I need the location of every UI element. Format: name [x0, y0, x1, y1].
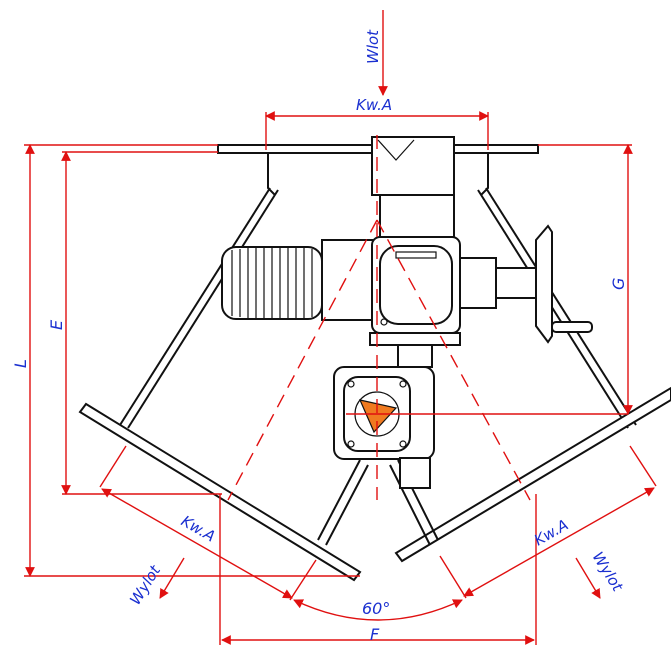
- bolt: [347, 440, 355, 448]
- motor-ribs: [231, 248, 313, 318]
- position-indicator-icon: [358, 399, 398, 434]
- handwheel-handle: [551, 321, 593, 333]
- outlet-left-label: Wylot: [126, 561, 165, 608]
- chute-body: [78, 144, 671, 582]
- left-inner-wall: [317, 459, 361, 541]
- flange-support-left: [267, 153, 276, 196]
- bolt: [347, 380, 355, 388]
- dim-e-label: E: [47, 319, 66, 330]
- right-outer-wall-2: [485, 187, 637, 426]
- neck-block: [379, 194, 455, 238]
- dim-g-label: G: [609, 278, 628, 290]
- kwa-left-dim: [101, 488, 293, 599]
- left-inner-wall-2: [325, 464, 369, 546]
- kwa-left-label: Kw.A: [178, 512, 218, 546]
- flange-support-right: [480, 153, 489, 196]
- outlet-right-arrow: [575, 557, 601, 599]
- actuator: [221, 136, 593, 489]
- bolt: [399, 380, 407, 388]
- dim-l-label: L: [11, 359, 30, 368]
- inlet-label: Wlot: [364, 29, 382, 64]
- handwheel-housing: [459, 257, 497, 309]
- kwa-right-label: Kw.A: [531, 516, 571, 550]
- lower-flange: [369, 332, 461, 346]
- bolt: [399, 440, 407, 448]
- dim-f-label: F: [370, 625, 380, 644]
- center-lines: [227, 135, 628, 501]
- handwheel-shaft: [495, 267, 537, 299]
- angle-label: 60°: [362, 599, 390, 618]
- left-outer-wall: [127, 189, 279, 429]
- control-cover: [379, 245, 453, 325]
- kwa-right-dim: [463, 487, 655, 597]
- outlet-left-arrow: [159, 557, 185, 599]
- control-label: [395, 251, 437, 259]
- top-gearbox: [371, 136, 455, 196]
- output-stub: [399, 457, 431, 489]
- right-inner-wall-2: [389, 464, 431, 546]
- kwa-top-label: Kw.A: [356, 96, 392, 114]
- top-gearbox-detail: [377, 139, 415, 161]
- dimensions: [24, 10, 657, 645]
- angle-arc: [293, 599, 463, 621]
- cover-screw: [380, 318, 388, 326]
- handwheel: [535, 224, 553, 344]
- lower-stem: [397, 344, 433, 368]
- left-outer-wall-2: [119, 187, 271, 426]
